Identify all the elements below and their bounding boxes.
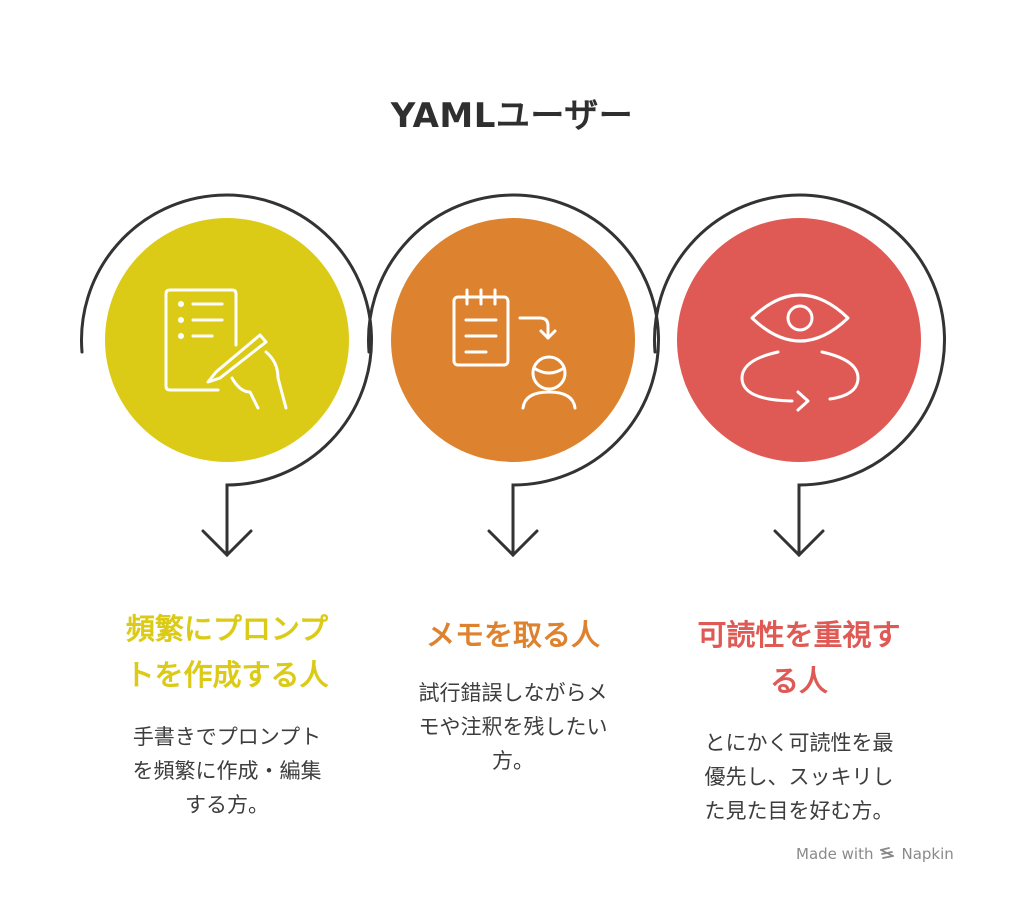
description-1: 手書きでプロンプト を頻繁に作成・編集 する方。 [132,725,322,817]
arrow-head-1 [201,529,253,558]
heading-3: 可読性を重視す る人 [697,618,901,698]
description-2: 試行錯誤しながらメ モや注釈を残したい 方。 [418,681,608,773]
handwriting-document-icon [164,288,288,410]
arrow-head-2 [487,529,539,558]
napkin-brand-label: Napkin [901,845,954,863]
arrow-head-3 [773,529,825,558]
heading-2: メモを取る人 [425,618,600,652]
arc-1 [80,193,373,557]
napkin-logo-icon [880,847,895,859]
diagram-title: YAMLユーザー [390,96,634,136]
eye-rotate-icon [740,293,860,412]
arc-2 [367,193,661,557]
arc-3 [653,193,947,557]
heading-1: 頻繁にプロンプ トを作成する人 [125,612,329,692]
column-3: 可読性を重視す る人 とにかく可読性を最 優先し、スッキリし た見た目を好む方。 [649,612,949,828]
made-with-label: Made with [796,845,874,863]
description-3: とにかく可読性を最 優先し、スッキリし た見た目を好む方。 [704,731,894,823]
column-1: 頻繁にプロンプ トを作成する人 手書きでプロンプト を頻繁に作成・編集 する方。 [77,606,377,822]
circle-2 [391,218,635,462]
circle-1 [105,218,349,462]
made-with-napkin[interactable]: Made with Napkin [796,845,954,863]
notepad-person-icon [452,288,577,410]
column-2: メモを取る人 試行錯誤しながらメ モや注釈を残したい 方。 [363,612,663,778]
